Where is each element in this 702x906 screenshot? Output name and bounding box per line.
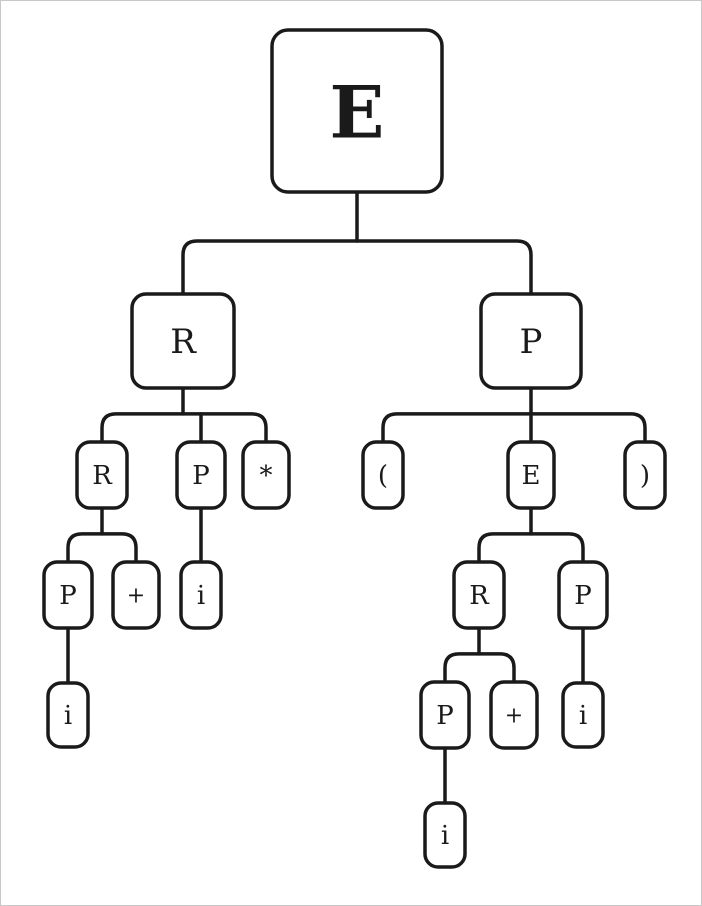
node-0-1-0-i: i <box>179 560 223 630</box>
node-0-1-p-box <box>175 440 227 510</box>
tree-edges <box>66 190 647 805</box>
node-root-e: E <box>270 28 444 194</box>
node-0-2-star-box <box>241 440 291 510</box>
edge-bar-root <box>181 239 533 296</box>
node-1-1-e: E <box>506 440 556 510</box>
node-root-e-label: E <box>330 70 385 155</box>
node-1-1-0-1-plus: + <box>489 680 539 750</box>
node-0-1-p-label: P <box>192 461 210 491</box>
node-1-1-1-p-label: P <box>574 581 592 611</box>
edge-bar-0-0 <box>66 532 138 564</box>
node-0-0-1-plus-label: + <box>127 584 145 609</box>
node-1-1-0-r-box <box>452 560 506 630</box>
node-0-0-0-0-i-label: i <box>64 701 72 731</box>
node-1-1-0-0-0-i-box <box>423 801 467 869</box>
node-0-1-0-i-label: i <box>197 581 205 611</box>
node-1-1-0-0-p-box <box>419 680 471 750</box>
edge-bar-1 <box>381 412 647 444</box>
node-1-1-0-r-label: R <box>469 581 490 611</box>
node-1-0-lparen-label: ( <box>378 461 388 491</box>
node-1-1-1-p-box <box>557 560 609 630</box>
node-1-1-1-0-i-box <box>561 681 605 749</box>
node-0-r: R <box>130 292 236 390</box>
node-1-1-0-0-0-i: i <box>423 801 467 869</box>
node-root-e-box <box>270 28 444 194</box>
node-1-1-1-0-i-label: i <box>579 701 587 731</box>
node-1-1-0-0-0-i-label: i <box>441 821 449 851</box>
node-1-p-label: P <box>520 322 543 362</box>
node-1-p-box <box>479 292 583 390</box>
node-1-0-lparen: ( <box>361 440 405 510</box>
node-1-2-rparen-label: ) <box>640 461 650 491</box>
node-0-0-0-0-i-box <box>46 681 90 749</box>
node-0-0-r-box <box>75 440 129 510</box>
node-1-0-lparen-box <box>361 440 405 510</box>
node-0-2-star-label: * <box>260 461 273 491</box>
node-0-0-0-p-box <box>42 560 94 630</box>
node-1-1-0-1-plus-box <box>489 680 539 750</box>
node-0-0-r: R <box>75 440 129 510</box>
node-0-0-1-plus: + <box>111 560 161 630</box>
node-0-0-r-label: R <box>92 461 113 491</box>
edge-bar-1-1 <box>477 532 585 564</box>
node-0-0-0-0-i: i <box>46 681 90 749</box>
node-1-2-rparen-box <box>623 440 667 510</box>
node-1-1-0-0-p: P <box>419 680 471 750</box>
node-1-p: P <box>479 292 583 390</box>
edge-bar-1-1-0 <box>443 652 516 684</box>
node-1-1-e-box <box>506 440 556 510</box>
tree-nodes: E R R Pi + Pi * P ( E R Pi + Pi) <box>42 28 667 869</box>
node-0-0-1-plus-box <box>111 560 161 630</box>
node-1-1-1-0-i: i <box>561 681 605 749</box>
node-1-2-rparen: ) <box>623 440 667 510</box>
edge-bar-0 <box>100 412 268 444</box>
node-0-0-0-p: P <box>42 560 94 630</box>
node-0-r-box <box>130 292 236 390</box>
node-1-1-0-0-p-label: P <box>436 701 454 731</box>
node-0-r-label: R <box>170 322 197 362</box>
node-1-1-e-label: E <box>522 461 541 491</box>
node-0-0-0-p-label: P <box>59 581 77 611</box>
node-1-1-0-1-plus-label: + <box>505 704 523 729</box>
node-0-2-star: * <box>241 440 291 510</box>
node-0-1-0-i-box <box>179 560 223 630</box>
node-1-1-1-p: P <box>557 560 609 630</box>
node-1-1-0-r: R <box>452 560 506 630</box>
node-0-1-p: P <box>175 440 227 510</box>
